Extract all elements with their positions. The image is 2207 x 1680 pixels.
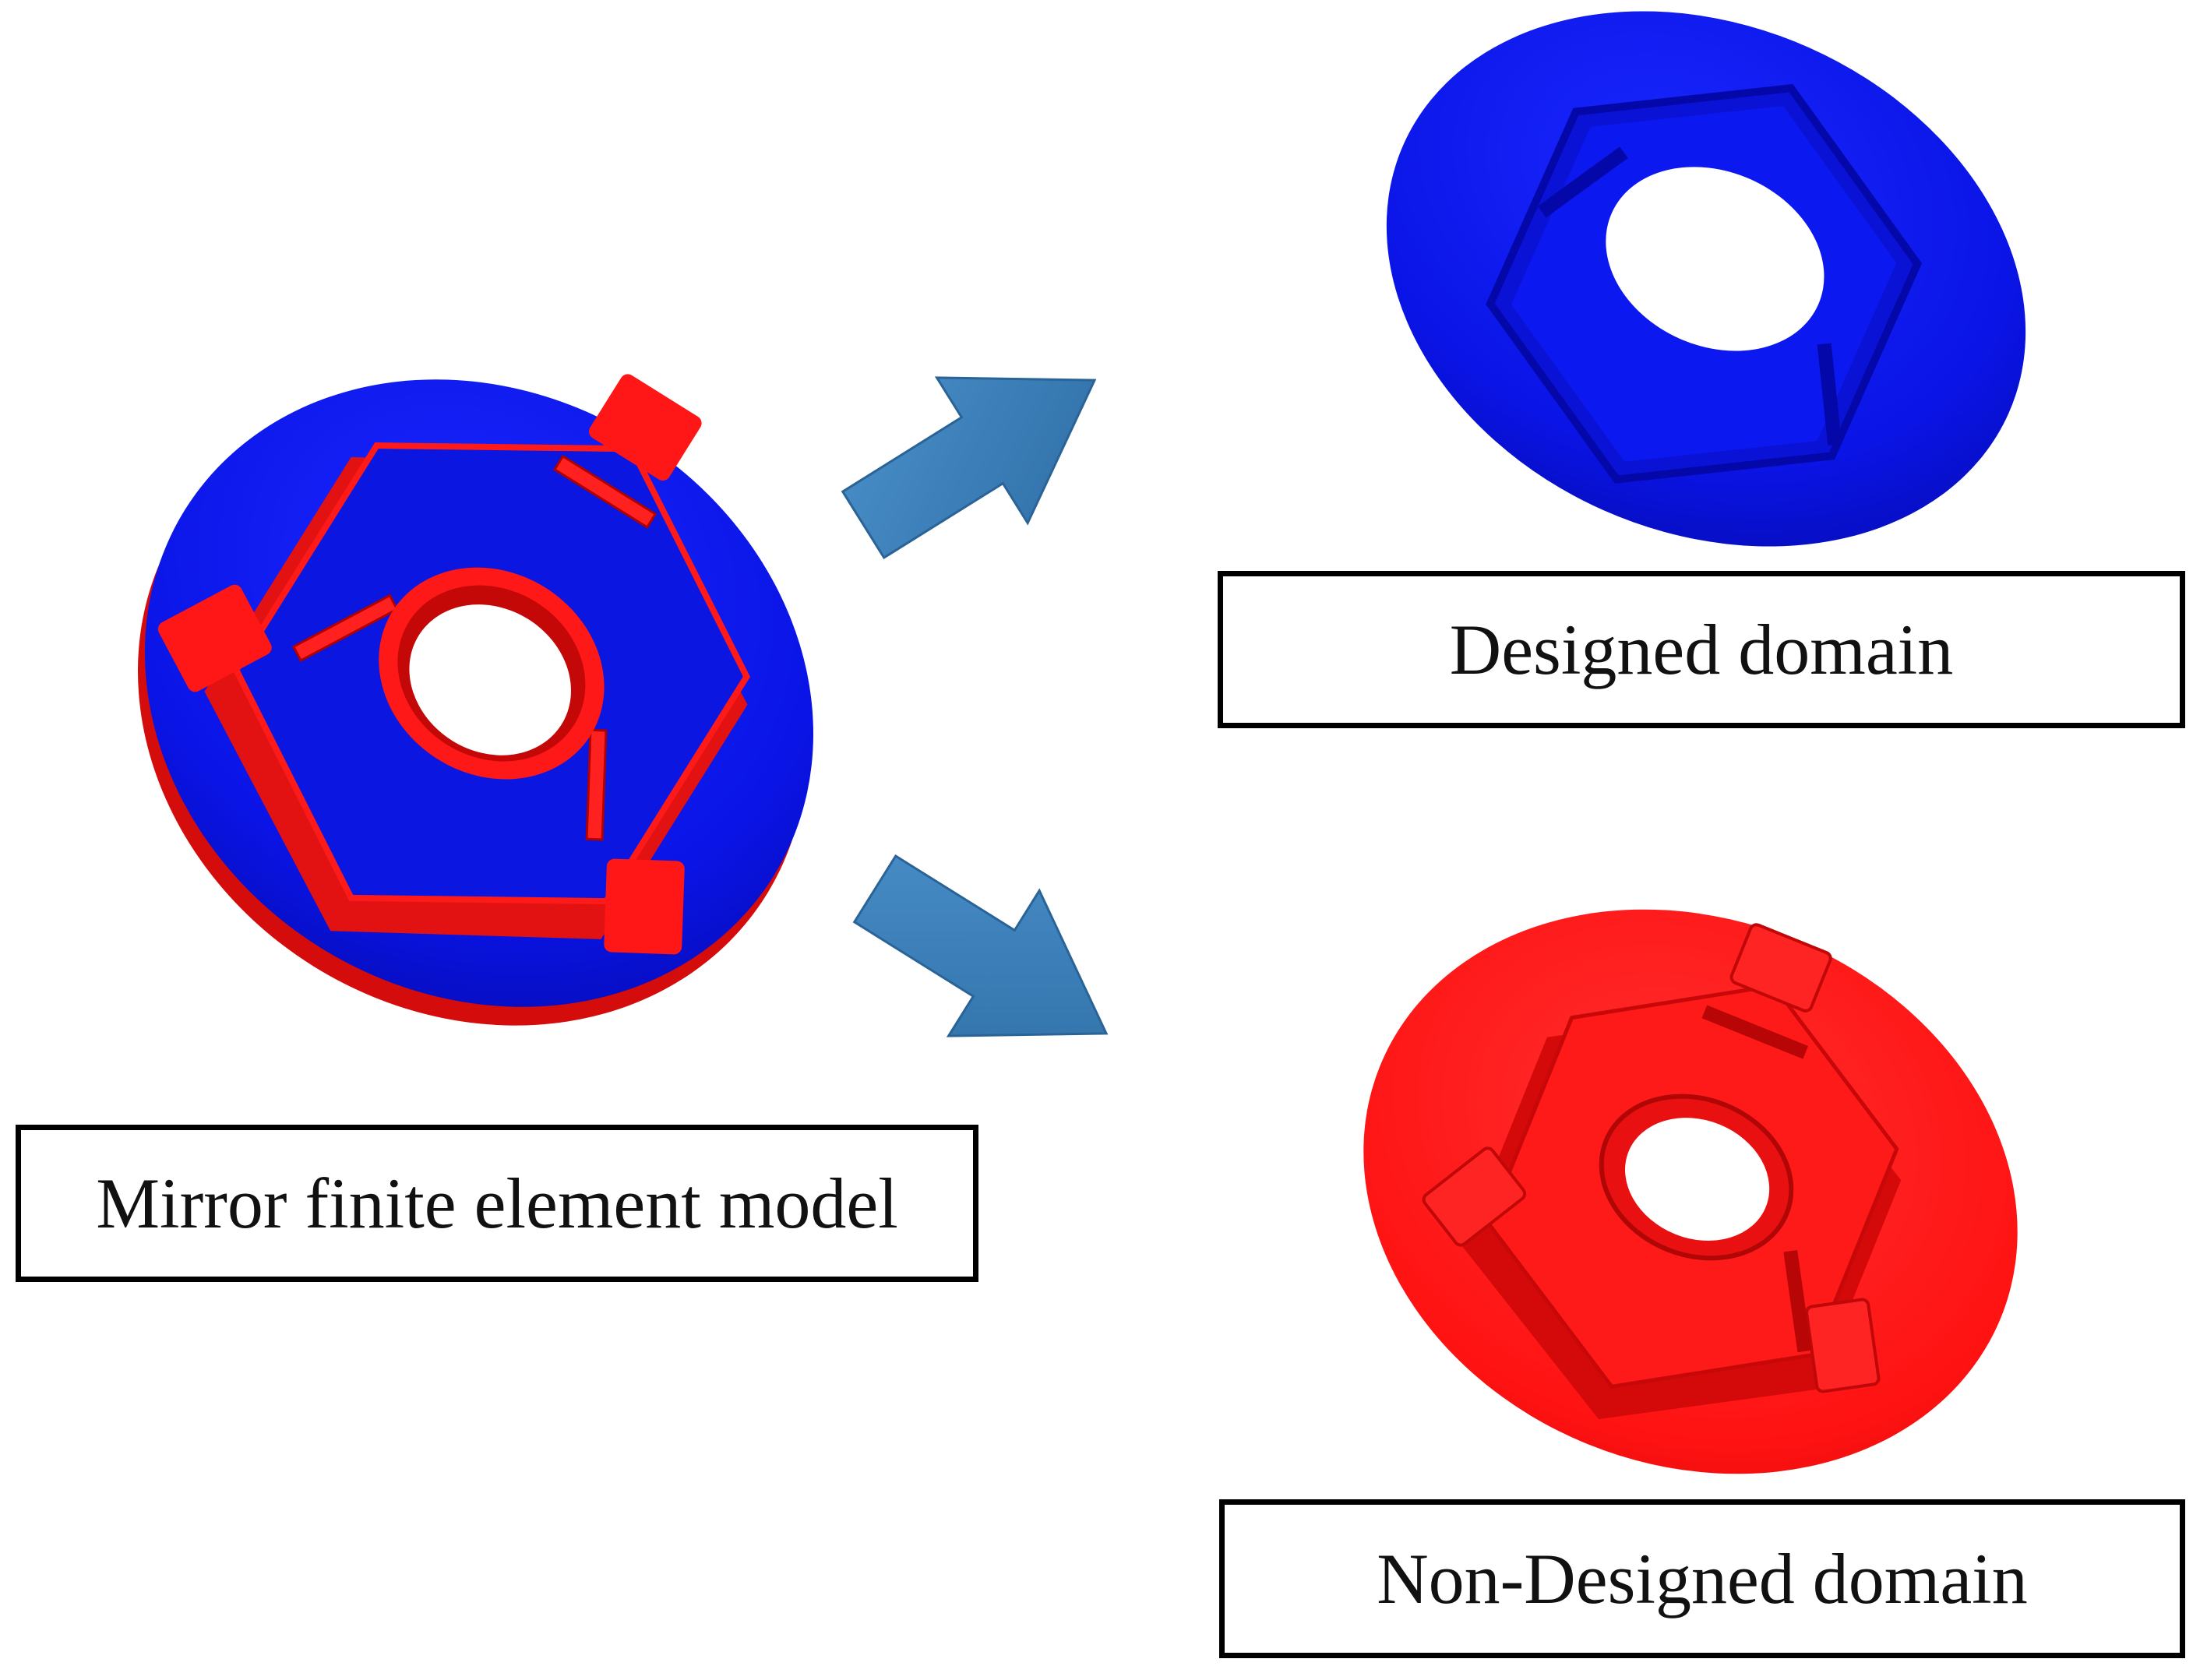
mirror-slot-left [291,593,399,662]
non-designed-tab-left [1422,1146,1527,1247]
mirror-tab-left [157,584,272,692]
mirror-model-label: Mirror finite element model [16,1125,978,1282]
mirror-center-hole [409,604,571,755]
mirror-slot-right [585,728,608,841]
non-designed-domain-label: Non-Designed domain [1219,1499,2185,1658]
non-designed-tab-right [1804,1298,1881,1393]
non-designed-tab-top [1729,923,1832,1013]
mirror-tab-top [589,374,702,481]
mirror-tab-right [604,858,685,955]
non-designed-domain-model-icon [1363,909,2018,1474]
designed-domain-model-icon [1386,11,2026,547]
non-designed-center-hole [1625,1118,1770,1242]
non-designed-slot-right [1783,1250,1812,1353]
designed-domain-label: Designed domain [1218,571,2185,728]
arrow-down-right-icon [852,854,1109,1037]
mirror-finite-element-model-icon [137,374,813,1026]
mirror-slot-top [552,454,658,529]
non-designed-slot-top [1701,1005,1809,1059]
designed-center-hole [1606,167,1824,351]
designed-slot-right [1817,343,1842,446]
arrow-up-right-icon [841,376,1097,560]
designed-slot-left [1537,146,1628,218]
